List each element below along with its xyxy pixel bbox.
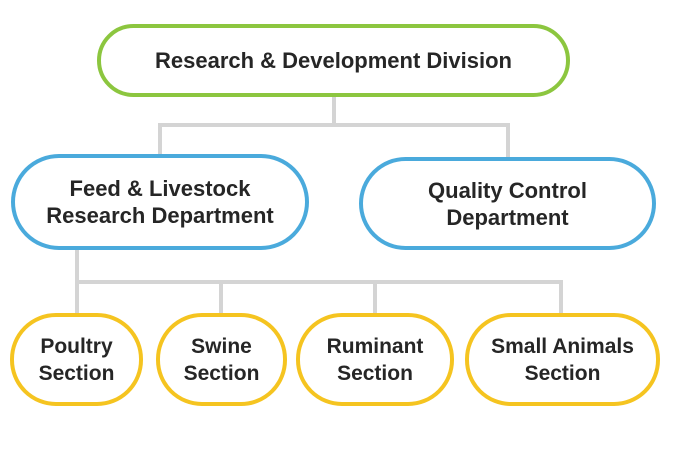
node-ruminant-section: Ruminant Section xyxy=(296,313,454,406)
node-small-animals-section: Small Animals Section xyxy=(465,313,660,406)
node-label-line2: Section xyxy=(337,361,413,385)
node-label-line2: Section xyxy=(524,361,601,385)
node-label-line2: Section xyxy=(38,361,115,385)
node-label-line2: Section xyxy=(183,361,260,385)
node-label-line2: Department xyxy=(446,204,569,230)
node-quality-control-department: Quality Control Department xyxy=(359,157,656,250)
node-label-line1: Swine xyxy=(191,334,252,358)
node-label-line1: Small Animals xyxy=(491,334,634,358)
node-label-line1: Quality Control xyxy=(428,177,587,203)
node-poultry-section: Poultry Section xyxy=(10,313,143,406)
node-swine-section: Swine Section xyxy=(156,313,287,406)
node-label-line1: Ruminant xyxy=(326,334,424,358)
node-research-development-division: Research & Development Division xyxy=(97,24,570,97)
node-label-line1: Poultry xyxy=(40,334,113,358)
node-label-line2: Research Department xyxy=(46,203,274,228)
node-label-line1: Feed & Livestock xyxy=(69,176,251,201)
node-feed-livestock-research-department: Feed & Livestock Research Department xyxy=(11,154,309,250)
node-label: Research & Development Division xyxy=(154,48,512,73)
